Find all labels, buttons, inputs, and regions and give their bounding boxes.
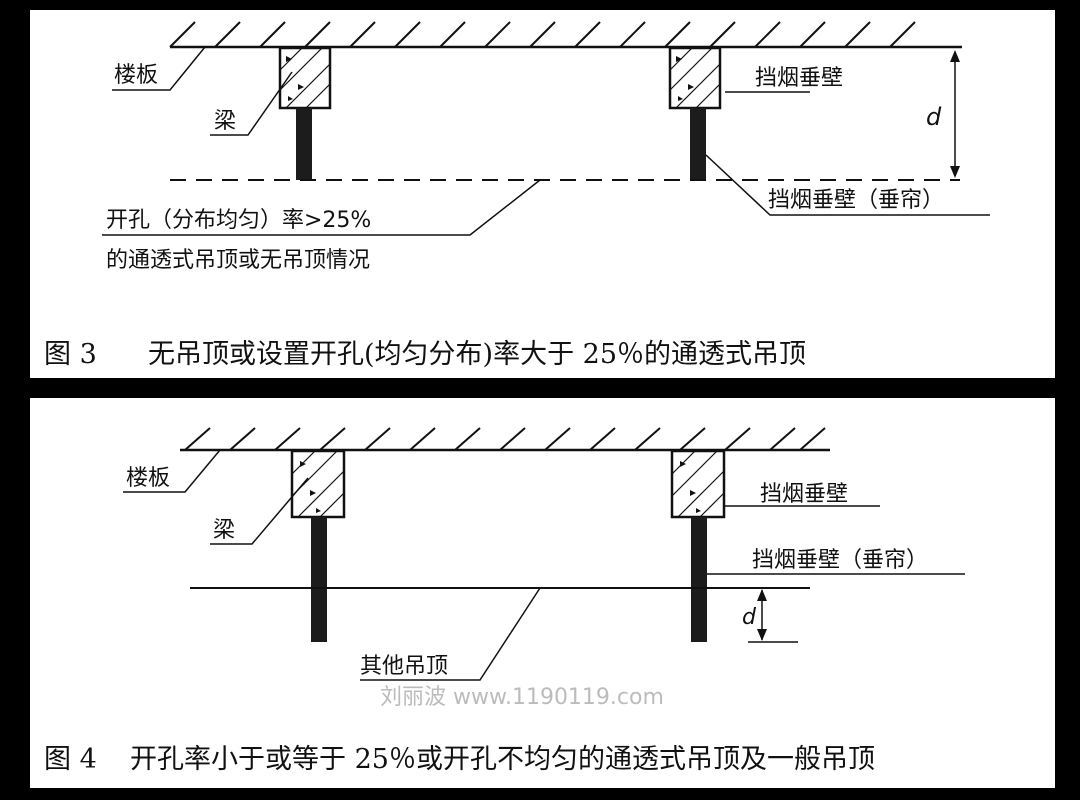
- dimension-d-label: d: [926, 103, 942, 131]
- label-beam: 梁: [213, 518, 235, 543]
- label-floor: 楼板: [126, 466, 170, 491]
- leader-beam: [210, 477, 309, 545]
- smoke-wall-right: [691, 517, 707, 642]
- annotation-line-1: 开孔（分布均匀）率>25%: [106, 208, 371, 233]
- caption-text: 无吊顶或设置开孔(均匀分布)率大于 25％的通透式吊顶: [148, 339, 806, 370]
- dimension-d-label: d: [742, 605, 757, 630]
- watermark: 刘丽波 www.1190119.com: [380, 685, 664, 710]
- caption-number: 图 3: [44, 339, 97, 370]
- beam-right: [668, 46, 722, 110]
- figure-3-panel: d 楼板 梁 挡烟垂壁 挡烟垂壁（垂帘） 开孔（分布均匀）率>25% 的通透式吊…: [30, 10, 1055, 378]
- label-floor: 楼板: [114, 63, 158, 88]
- label-smoke-wall: 挡烟垂壁: [760, 482, 848, 507]
- leader-ceiling: [360, 587, 541, 681]
- beam-right: [670, 449, 726, 519]
- label-smoke-wall-curtain: 挡烟垂壁（垂帘）: [752, 548, 928, 573]
- leader-floor: [112, 46, 206, 91]
- figure-3-drawing: d 楼板 梁 挡烟垂壁 挡烟垂壁（垂帘） 开孔（分布均匀）率>25% 的通透式吊…: [44, 21, 990, 370]
- figure-4-drawing: d 楼板 梁 挡烟垂壁 挡烟垂壁（垂帘） 其他吊顶 刘丽波 www.119011…: [44, 427, 965, 775]
- label-smoke-wall-curtain: 挡烟垂壁（垂帘）: [768, 188, 944, 213]
- floor-hatching: [184, 427, 826, 451]
- smoke-wall-left: [311, 517, 327, 642]
- figure-4-panel: d 楼板 梁 挡烟垂壁 挡烟垂壁（垂帘） 其他吊顶 刘丽波 www.119011…: [30, 398, 1055, 788]
- leader-smoke-wall-curtain: [705, 154, 990, 216]
- leader-annotation: [102, 179, 541, 236]
- smoke-wall-left: [296, 108, 312, 180]
- label-ceiling: 其他吊顶: [360, 654, 448, 679]
- annotation-line-2: 的通透式吊顶或无吊顶情况: [106, 248, 370, 273]
- caption-number: 图 4: [44, 744, 97, 775]
- floor-hatching: [169, 21, 916, 48]
- leader-beam: [210, 71, 293, 136]
- label-beam: 梁: [214, 109, 236, 134]
- dimension-d: [748, 589, 798, 643]
- leader-floor: [123, 449, 221, 493]
- dimension-d: [950, 50, 960, 178]
- label-smoke-wall: 挡烟垂壁: [755, 66, 843, 91]
- caption-text: 开孔率小于或等于 25％或开孔不均匀的通透式吊顶及一般吊顶: [130, 744, 875, 775]
- beam-left: [290, 449, 346, 519]
- smoke-wall-right: [690, 108, 706, 180]
